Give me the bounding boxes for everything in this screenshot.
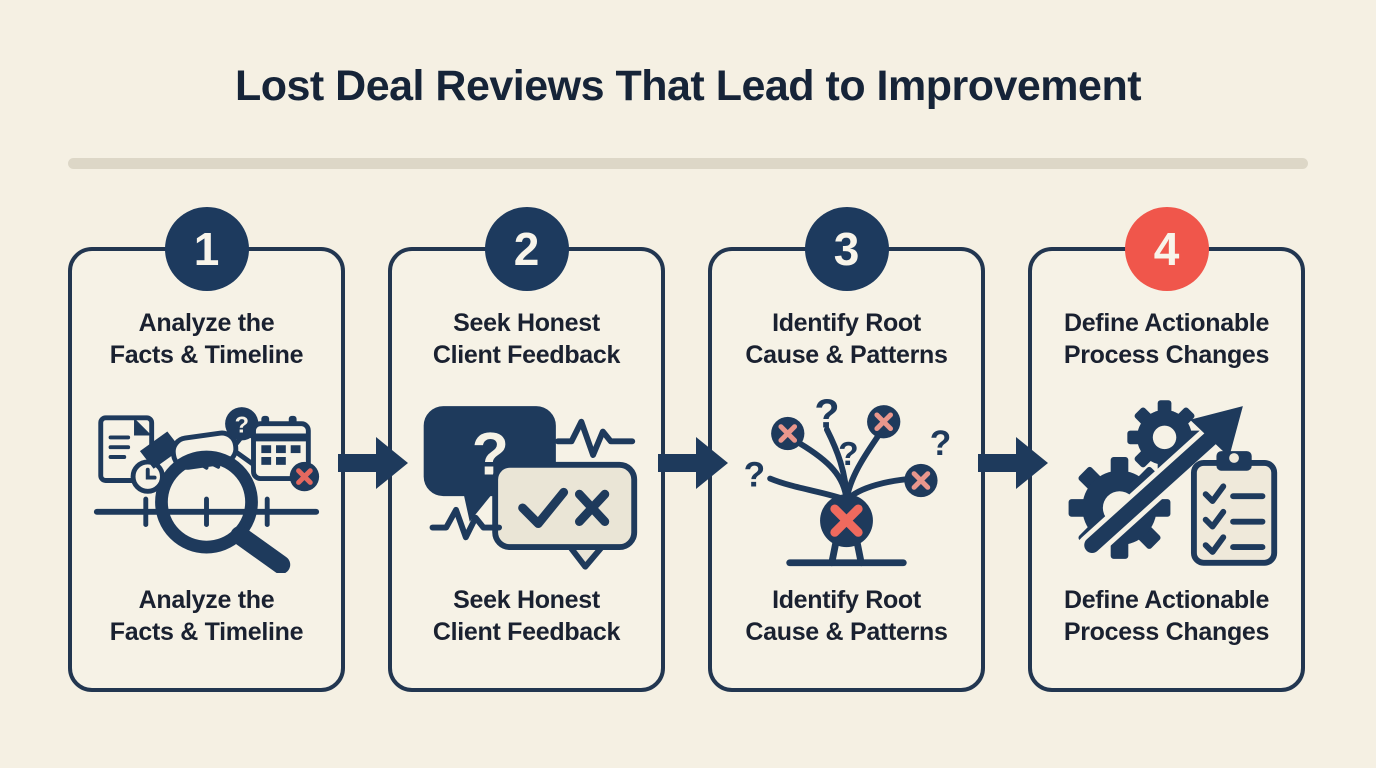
step-title-line: Define Actionable [1063,309,1270,337]
question-mark-glyph: ? [930,424,952,463]
page-title: Lost Deal Reviews That Lead to Improveme… [234,62,1142,110]
step-title-top: Analyze the Facts & Timeline [72,307,341,371]
step-title-top: Identify Root Cause & Patterns [712,307,981,371]
step-title-line: Seek Honest [453,586,600,614]
step-title-line: Seek Honest [453,309,600,337]
question-mark-glyph: ? [814,390,839,436]
step-title-line: Client Feedback [432,618,621,646]
step-title-line: Identify Root [772,586,921,614]
step-title-bottom: Analyze the Facts & Timeline [72,584,341,648]
question-mark-glyph: ? [235,411,249,437]
branch-x-icon [904,463,938,497]
pulse-line-icon [554,418,636,458]
step-title-line: Analyze the [138,309,275,337]
step-card-2: 2 Seek Honest Client Feedback ? [388,207,665,692]
branch-x-icon [867,404,901,438]
step-title-bottom: Seek Honest Client Feedback [392,584,661,648]
growth-arrow-icon [1077,405,1243,560]
question-mark-glyph: ? [744,455,766,494]
step-title-line: Analyze the [138,586,275,614]
magnifier-timeline-icon: ? [93,406,320,573]
flow-arrow-icon [338,437,408,489]
magnifier-icon [155,450,291,573]
step-number-badge: 3 [804,207,889,291]
feedback-bubbles-icon: ? [423,405,638,570]
step-title-line: Client Feedback [432,341,621,369]
step-title-top: Seek Honest Client Feedback [392,307,661,371]
branch-x-icon [771,416,805,450]
step-title-top: Define Actionable Process Changes [1032,307,1301,371]
step-title-line: Process Changes [1063,341,1270,369]
magnifier-timeline-icon: ? [72,385,341,575]
step-title-line: Process Changes [1063,618,1270,646]
flow-arrow-icon [658,437,728,489]
step-title-bottom: Identify Root Cause & Patterns [712,584,981,648]
step-card-3: 3 Identify Root Cause & Patterns [708,207,985,692]
calendar-x-icon [251,415,320,491]
check-cross-bubble-icon [492,461,638,570]
clipboard-checklist-icon [1190,450,1278,566]
step-title-line: Facts & Timeline [109,341,304,369]
pulse-line-icon [429,506,503,540]
step-title-line: Identify Root [772,309,921,337]
title-divider [68,158,1308,169]
step-title-line: Cause & Patterns [745,618,948,646]
step-title-line: Define Actionable [1063,586,1270,614]
step-card-4: 4 Define Actionable Process Changes [1028,207,1305,692]
step-card-1: 1 Analyze the Facts & Timeline [68,207,345,692]
flow-arrow-icon [978,437,1048,489]
step-title-line: Cause & Patterns [745,341,948,369]
gears-growth-clipboard-icon [1032,385,1301,575]
step-number-badge: 2 [484,207,569,291]
feedback-bubbles-icon: ? [392,385,661,575]
step-title-bottom: Define Actionable Process Changes [1032,584,1301,648]
root-cause-x-icon [820,493,873,547]
step-number-badge: 4 [1124,207,1209,291]
step-number-badge: 1 [164,207,249,291]
gears-growth-clipboard-icon [1068,399,1278,566]
step-title-line: Facts & Timeline [109,618,304,646]
question-mark-glyph: ? [838,435,858,472]
root-cause-tree-icon: ? ? ? ? [712,385,981,575]
root-cause-tree-icon: ? ? ? ? [744,390,952,566]
